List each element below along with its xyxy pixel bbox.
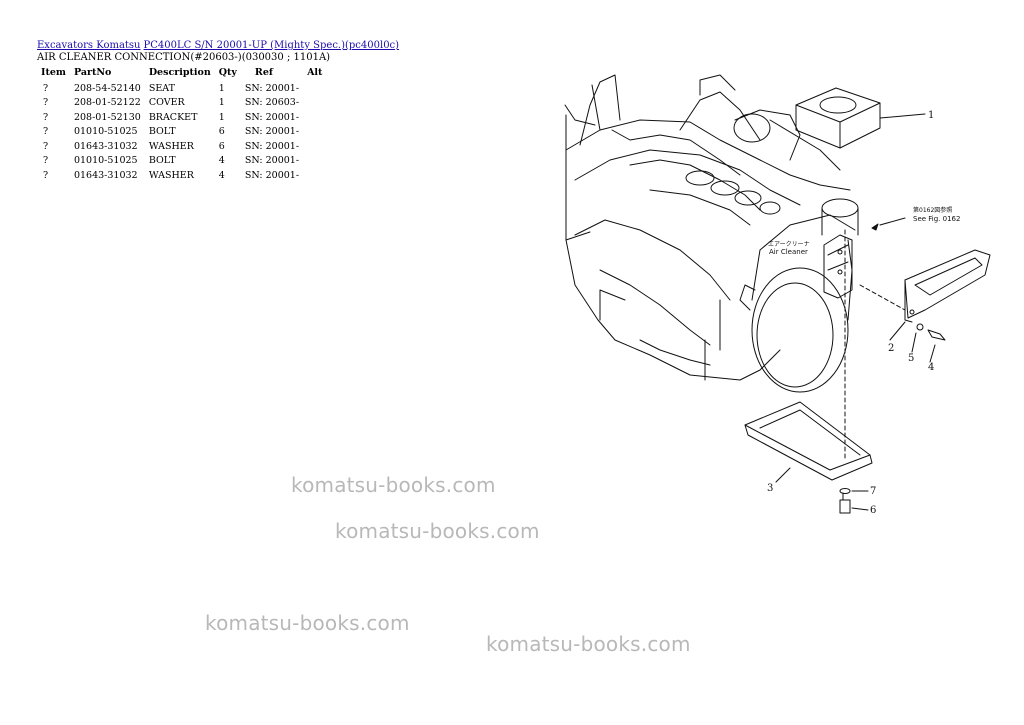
cell-partno: 208-54-52140 — [73, 82, 141, 94]
callout-4: 4 — [928, 362, 934, 373]
bracket-plate — [904, 249, 991, 323]
see-fig-label: See Fig. 0162 — [913, 215, 960, 223]
cell-description: WASHER — [148, 140, 194, 152]
cell-ref: SN: 20001- — [244, 155, 300, 167]
cell-item: ? — [43, 111, 49, 123]
callout-2: 2 — [888, 343, 894, 354]
breadcrumb-link-model[interactable]: PC400LC S/N 20001-UP (Mighty Spec.)(pc40… — [143, 40, 400, 51]
cell-ref: SN: 20001- — [244, 140, 300, 152]
cell-alt — [303, 154, 326, 169]
table-row: ? 01010-51025 BOLT 4 SN: 20001- — [37, 154, 326, 169]
header-partno: PartNo — [73, 66, 112, 78]
header-description: Description — [148, 66, 211, 78]
cell-partno: 01643-31032 — [73, 169, 138, 181]
cell-alt — [303, 96, 326, 111]
air-cleaner-jp-label: エアークリーナ — [768, 241, 810, 248]
cell-item: ? — [43, 82, 49, 94]
watermark: komatsu-books.com — [335, 519, 540, 543]
cell-alt — [303, 139, 326, 154]
cell-description: BRACKET — [148, 111, 198, 123]
cell-description: COVER — [148, 97, 185, 109]
cell-item: ? — [43, 155, 49, 167]
seat-part — [795, 87, 881, 149]
table-header-row: Item PartNo Description Qty Ref Alt — [37, 65, 326, 81]
cell-partno: 01643-31032 — [73, 140, 138, 152]
cell-description: WASHER — [148, 169, 194, 181]
cell-qty: 1 — [218, 111, 225, 123]
watermark: komatsu-books.com — [486, 632, 691, 656]
cell-item: ? — [43, 126, 49, 138]
parts-diagram: エアークリーナ Air Cleaner — [564, 74, 991, 516]
washer-bolt-6-7 — [839, 488, 851, 514]
watermark: komatsu-books.com — [205, 611, 410, 635]
parts-table: Item PartNo Description Qty Ref Alt ? 20… — [37, 65, 326, 183]
cell-description: BOLT — [148, 126, 176, 138]
engine-outline — [564, 74, 851, 381]
cell-partno: 208-01-52130 — [73, 111, 141, 123]
breadcrumb-link-excavators[interactable]: Excavators Komatsu — [37, 40, 141, 51]
cell-ref: SN: 20603- — [244, 97, 300, 109]
callout-1: 1 — [928, 110, 934, 121]
cell-partno: 01010-51025 — [73, 126, 138, 138]
cell-alt — [303, 81, 326, 96]
table-row: ? 208-54-52140 SEAT 1 SN: 20001- — [37, 81, 326, 96]
table-row: ? 01643-31032 WASHER 6 SN: 20001- — [37, 139, 326, 154]
cell-qty: 4 — [218, 169, 225, 181]
cell-item: ? — [43, 97, 49, 109]
header-alt: Alt — [307, 66, 323, 78]
header-ref: Ref — [254, 66, 273, 78]
cell-qty: 1 — [218, 97, 225, 109]
cell-qty: 6 — [218, 126, 225, 138]
cell-description: SEAT — [148, 82, 175, 94]
table-row: ? 01643-31032 WASHER 4 SN: 20001- — [37, 168, 326, 183]
cell-partno: 01010-51025 — [73, 155, 138, 167]
table-row: ? 208-01-52130 BRACKET 1 SN: 20001- — [37, 110, 326, 125]
see-fig-jp-label: 第0162図参照 — [913, 206, 952, 214]
callout-3: 3 — [767, 483, 773, 494]
air-cleaner — [739, 198, 859, 393]
cell-qty: 6 — [218, 140, 225, 152]
callout-6: 6 — [870, 505, 876, 516]
header-qty: Qty — [218, 66, 237, 78]
cell-alt — [303, 168, 326, 183]
cell-item: ? — [43, 169, 49, 181]
bracket-shape — [823, 234, 853, 299]
cell-alt — [303, 125, 326, 140]
cell-ref: SN: 20001- — [244, 82, 300, 94]
table-row: ? 208-01-52122 COVER 1 SN: 20603- — [37, 96, 326, 111]
cell-qty: 4 — [218, 155, 225, 167]
callout-5: 5 — [908, 353, 914, 364]
callout-7: 7 — [870, 486, 876, 497]
watermark: komatsu-books.com — [291, 473, 496, 497]
cell-item: ? — [43, 140, 49, 152]
cell-ref: SN: 20001- — [244, 111, 300, 123]
bolt-washer-4-5 — [916, 323, 946, 341]
page-title: AIR CLEANER CONNECTION(#20603-)(030030 ;… — [37, 52, 331, 63]
cell-partno: 208-01-52122 — [73, 97, 141, 109]
cover-part — [744, 401, 873, 481]
cell-alt — [303, 110, 326, 125]
table-row: ? 01010-51025 BOLT 6 SN: 20001- — [37, 125, 326, 140]
cell-ref: SN: 20001- — [244, 169, 300, 181]
cell-qty: 1 — [218, 82, 225, 94]
header-item: Item — [41, 66, 66, 78]
cell-ref: SN: 20001- — [244, 126, 300, 138]
air-cleaner-label: Air Cleaner — [769, 248, 808, 256]
cell-description: BOLT — [148, 155, 176, 167]
